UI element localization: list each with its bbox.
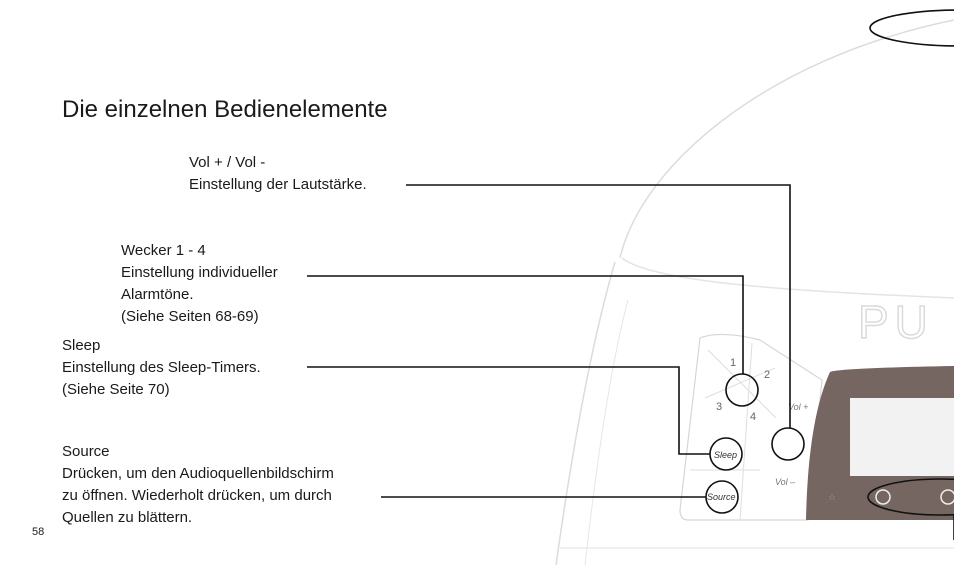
front-controls-oval — [867, 478, 954, 516]
source-line-3: Quellen zu blättern. — [62, 509, 193, 526]
vol-callout-circle — [771, 427, 805, 461]
page-title: Die einzelnen Bedienelemente — [62, 96, 388, 123]
device-body-left — [555, 261, 616, 565]
sleep-button-label: Sleep — [714, 450, 737, 460]
alarm-3-label: 3 — [716, 401, 722, 413]
vol-minus-label: Vol – — [775, 477, 796, 487]
alarm-4-label: 4 — [750, 411, 756, 423]
wecker-line-3: (Siehe Seiten 68-69) — [121, 308, 259, 325]
brand-logo: PU — [858, 296, 934, 348]
vol-leader-line — [406, 184, 791, 428]
sleep-leader-line — [307, 366, 710, 455]
front-knob-left — [875, 489, 891, 505]
sleep-line-2: (Siehe Seite 70) — [62, 381, 170, 398]
page-number: 58 — [32, 526, 45, 538]
device-dome-outline — [619, 19, 954, 259]
wecker-callout: Wecker 1 - 4 Einstellung individueller A… — [121, 240, 278, 328]
alarm-1-label: 1 — [730, 357, 736, 369]
source-callout: Source Drücken, um den Audioquellenbilds… — [62, 441, 334, 529]
source-line-2: zu öffnen. Wiederholt drücken, um durch — [62, 487, 332, 504]
star-icon: ☆ — [828, 492, 836, 502]
vol-callout: Vol + / Vol - Einstellung der Lautstärke… — [189, 152, 367, 196]
panel-divider-2 — [707, 349, 777, 419]
alarm-callout-circle — [725, 373, 759, 407]
sleep-callout: Sleep Einstellung des Sleep-Timers. (Sie… — [62, 335, 261, 401]
alarm-2-label: 2 — [764, 369, 770, 381]
wecker-heading: Wecker 1 - 4 — [121, 242, 206, 259]
sleep-line-1: Einstellung des Sleep-Timers. — [62, 359, 261, 376]
vol-line-1: Einstellung der Lautstärke. — [189, 176, 367, 193]
top-oval — [869, 9, 954, 47]
display-window — [850, 398, 954, 476]
wecker-line-1: Einstellung individueller — [121, 264, 278, 281]
front-knob-right — [940, 489, 954, 505]
vol-plus-label: Vol + — [788, 402, 808, 412]
source-line-1: Drücken, um den Audioquellenbildschirm — [62, 465, 334, 482]
source-heading: Source — [62, 443, 110, 460]
panel-divider-3 — [704, 367, 776, 399]
device-body-inner — [584, 299, 629, 565]
panel-divider-1 — [739, 342, 753, 521]
vol-heading: Vol + / Vol - — [189, 154, 266, 171]
device-dome-shadow — [621, 257, 954, 299]
source-button-label: Source — [707, 492, 736, 502]
sleep-heading: Sleep — [62, 337, 101, 354]
wecker-line-2: Alarmtöne. — [121, 286, 194, 303]
wecker-leader-line — [307, 275, 744, 374]
